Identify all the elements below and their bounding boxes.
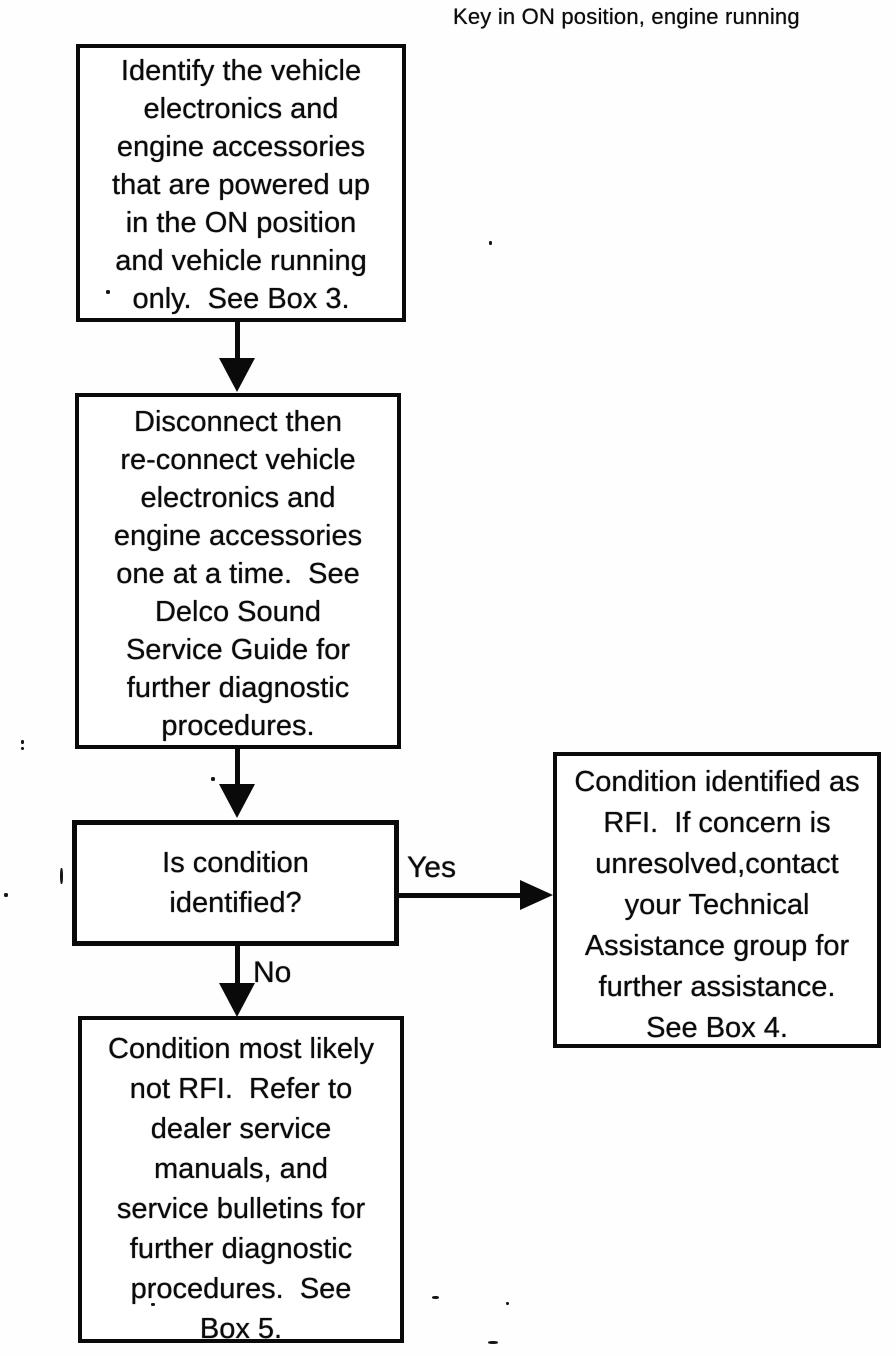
flow-box-text-line: unresolved,contact bbox=[595, 848, 839, 880]
flow-box-text-line: identified? bbox=[169, 887, 302, 919]
yes-branch-label: Yes bbox=[407, 851, 456, 884]
arrow-down-1-stem bbox=[235, 322, 240, 360]
arrow-right-yes-head bbox=[520, 880, 553, 910]
scan-speck bbox=[432, 1296, 439, 1299]
flow-box-text-line: in the ON position bbox=[125, 207, 357, 239]
flow-box-text-line: Disconnect then bbox=[134, 406, 342, 438]
arrow-down-2-head bbox=[219, 784, 255, 818]
flow-box-text-line: electronics and bbox=[140, 482, 336, 514]
arrow-down-1-head bbox=[219, 358, 255, 392]
flow-box-text-line: Service Guide for bbox=[125, 634, 351, 666]
flow-box-text-line: and vehicle running bbox=[115, 245, 367, 277]
flow-box-text-line: Assistance group for bbox=[584, 930, 850, 962]
scan-speck bbox=[106, 290, 110, 294]
flow-box-text-line: procedures. bbox=[161, 710, 315, 742]
flow-box-disconnect-reconnect: Disconnect then re-connect vehicle electro… bbox=[75, 393, 401, 749]
arrow-down-no-stem bbox=[235, 945, 240, 985]
flow-box-text-line: one at a time. See bbox=[116, 558, 360, 590]
flow-box-text-line: Identify the vehicle bbox=[120, 55, 362, 87]
flow-box-text-line: Delco Sound bbox=[154, 596, 322, 628]
flow-box-text-line: procedures. See bbox=[130, 1273, 352, 1305]
arrow-down-2-stem bbox=[235, 748, 240, 786]
flow-box-text-line: further assistance. bbox=[598, 971, 836, 1003]
flow-box-text-line: your Technical bbox=[624, 889, 810, 921]
scan-speck bbox=[60, 868, 63, 884]
flow-box-text-line: RFI. If concern is bbox=[603, 807, 831, 839]
flow-box-text-line: engine accessories bbox=[113, 520, 363, 552]
scan-speck bbox=[211, 777, 215, 781]
scan-speck bbox=[506, 1302, 509, 1305]
flow-box-decision-condition-identified: Is condition identified? bbox=[72, 820, 399, 946]
flow-box-text-line: manuals, and bbox=[153, 1153, 329, 1185]
flow-box-text-line: engine accessories bbox=[116, 131, 366, 163]
no-branch-label: No bbox=[253, 956, 292, 989]
flow-box-text-line: electronics and bbox=[143, 93, 339, 125]
scan-speck bbox=[488, 1341, 498, 1344]
flow-box-text-line: service bulletins for bbox=[116, 1193, 366, 1225]
flow-box-text-line: not RFI. Refer to bbox=[129, 1073, 353, 1105]
flow-box-identify-electronics: Identify the vehicle electronics and engin… bbox=[76, 44, 406, 322]
flow-box-text-line: further diagnostic bbox=[126, 672, 350, 704]
scan-speck bbox=[4, 893, 8, 897]
flow-box-text-line: re-connect vehicle bbox=[120, 444, 356, 476]
flow-box-text-line: only. See Box 3. bbox=[132, 283, 350, 315]
flow-box-text-line: further diagnostic bbox=[129, 1233, 353, 1265]
flow-box-text-line: See Box 4. bbox=[646, 1012, 788, 1044]
header-note: Key in ON position, engine running bbox=[453, 4, 800, 29]
arrow-down-no-head bbox=[219, 983, 255, 1017]
flow-box-text-line: Condition most likely bbox=[108, 1033, 374, 1065]
flow-box-not-rfi: Condition most likely not RFI. Refer to de… bbox=[78, 1016, 404, 1345]
flow-box-rfi-identified: Condition identified as RFI. If concern i… bbox=[553, 752, 881, 1048]
scan-speck bbox=[489, 241, 492, 245]
scan-speck bbox=[21, 740, 24, 744]
flow-box-text-line: dealer service bbox=[150, 1113, 332, 1145]
flow-box-text-line: Is condition bbox=[162, 847, 309, 879]
flow-box-text-line: that are powered up bbox=[112, 169, 370, 201]
arrow-right-yes-stem bbox=[398, 893, 522, 898]
flow-box-text-line: Condition identified as bbox=[574, 766, 860, 798]
flow-box-text-line: Box 5. bbox=[199, 1313, 283, 1345]
scan-speck bbox=[21, 747, 24, 750]
scan-speck bbox=[151, 1303, 155, 1306]
